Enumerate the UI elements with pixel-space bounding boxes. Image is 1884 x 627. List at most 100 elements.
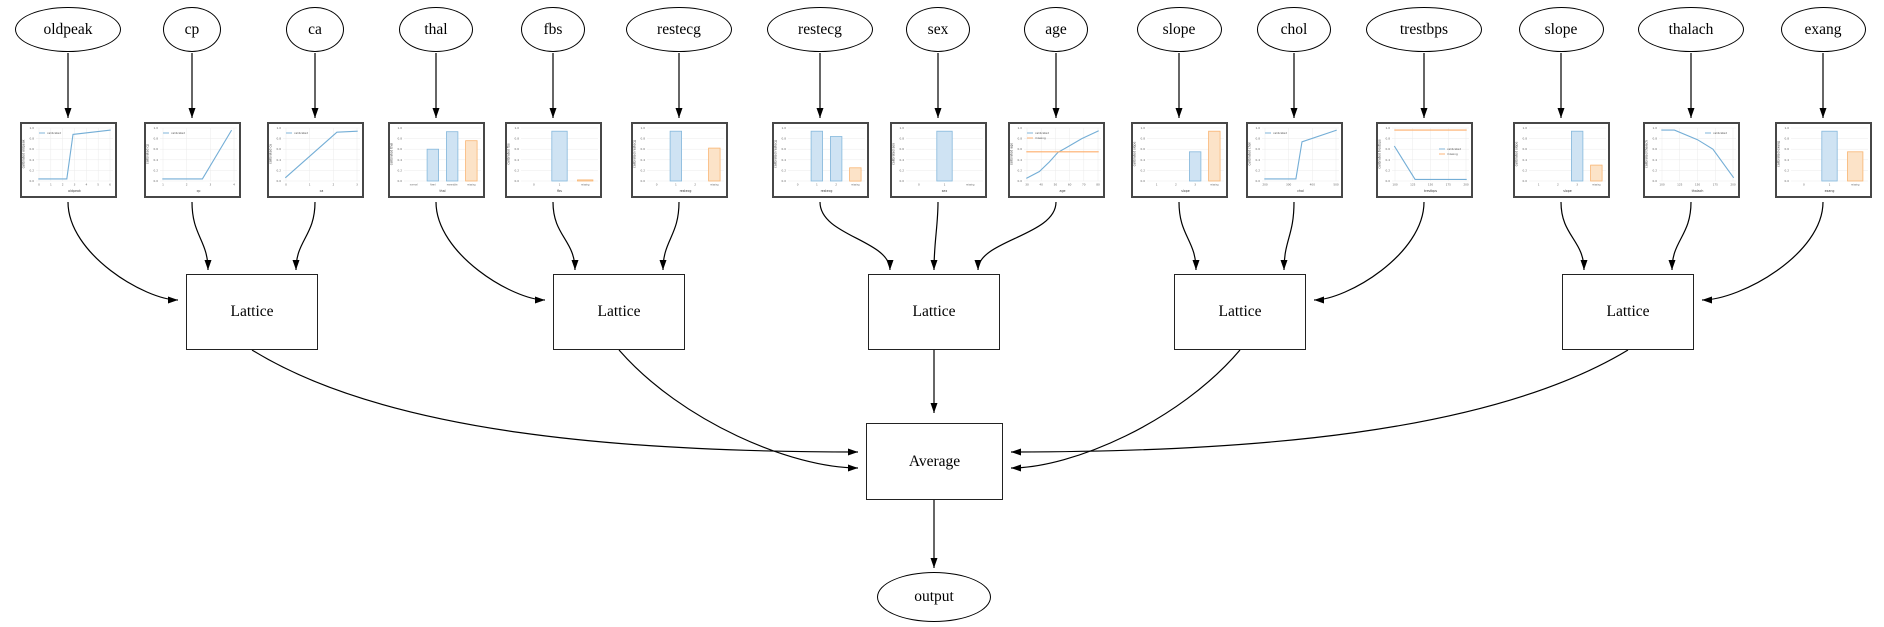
- svg-text:0.8: 0.8: [514, 137, 519, 141]
- svg-text:1: 1: [1155, 183, 1157, 187]
- svg-text:1.0: 1.0: [640, 126, 645, 130]
- svg-text:missing: missing: [1592, 184, 1601, 187]
- svg-text:calibrated restecg: calibrated restecg: [632, 140, 636, 168]
- edge-lattice-5-to-average: [1010, 349, 1629, 456]
- svg-text:0.6: 0.6: [1784, 147, 1789, 151]
- svg-text:calibrated thal: calibrated thal: [389, 143, 393, 166]
- svg-text:1.0: 1.0: [1385, 126, 1390, 130]
- svg-text:trestbps: trestbps: [1423, 189, 1436, 193]
- svg-text:2: 2: [185, 183, 187, 187]
- svg-text:0: 0: [1802, 183, 1804, 187]
- node-oldpeak: oldpeak: [14, 7, 122, 52]
- edge-lattice-1-to-average: [251, 349, 859, 456]
- node-restecg: restecg: [625, 7, 733, 52]
- svg-text:missing: missing: [1447, 152, 1458, 156]
- svg-text:0.4: 0.4: [276, 158, 281, 162]
- svg-text:100: 100: [1659, 183, 1665, 187]
- edge-calibrator-oldpeak-to-lattice: [67, 201, 179, 304]
- svg-text:missing: missing: [965, 184, 974, 187]
- svg-text:0.4: 0.4: [1385, 158, 1390, 162]
- svg-text:calibrated age: calibrated age: [1009, 143, 1013, 165]
- svg-text:calibrated: calibrated: [171, 131, 185, 135]
- svg-text:0.2: 0.2: [514, 168, 519, 172]
- edge-calibrator-slope-to-lattice: [1178, 201, 1200, 271]
- svg-text:1.0: 1.0: [153, 126, 158, 130]
- svg-text:0.2: 0.2: [1784, 168, 1789, 172]
- svg-text:0.4: 0.4: [153, 158, 158, 162]
- edge-calibrator-chol-to-lattice: [1280, 201, 1295, 271]
- svg-text:4: 4: [85, 183, 87, 187]
- svg-text:calibrated slope: calibrated slope: [1132, 142, 1136, 167]
- svg-text:0.0: 0.0: [397, 179, 402, 183]
- svg-text:400: 400: [1309, 183, 1315, 187]
- svg-text:0.6: 0.6: [1385, 147, 1390, 151]
- node-lattice-1: Lattice: [186, 274, 318, 350]
- svg-text:0.2: 0.2: [276, 168, 281, 172]
- svg-text:slope: slope: [1181, 189, 1190, 193]
- svg-text:0.4: 0.4: [1017, 158, 1022, 162]
- svg-text:0.4: 0.4: [640, 158, 645, 162]
- svg-text:calibrated fbs: calibrated fbs: [506, 143, 510, 165]
- svg-text:0.4: 0.4: [899, 158, 904, 162]
- svg-text:0.8: 0.8: [1522, 137, 1527, 141]
- svg-text:0.0: 0.0: [1255, 179, 1260, 183]
- svg-text:restecg: restecg: [820, 189, 832, 193]
- svg-text:0.8: 0.8: [1255, 137, 1260, 141]
- edge-calibrator-slope-to-lattice: [1560, 201, 1588, 271]
- svg-text:0.6: 0.6: [1255, 147, 1260, 151]
- edge-calibrator-age-to-lattice: [974, 201, 1057, 271]
- svg-text:2: 2: [694, 183, 696, 187]
- svg-text:0: 0: [285, 183, 287, 187]
- svg-text:2: 2: [1174, 183, 1176, 187]
- edge-calibrator-trestbps-to-lattice: [1313, 201, 1425, 304]
- svg-text:fixed: fixed: [430, 184, 436, 187]
- svg-text:reversible: reversible: [446, 184, 457, 187]
- svg-text:0.8: 0.8: [1017, 137, 1022, 141]
- svg-text:200: 200: [1463, 183, 1469, 187]
- svg-text:1: 1: [674, 183, 676, 187]
- node-exang: exang: [1780, 7, 1866, 52]
- svg-text:125: 125: [1677, 183, 1683, 187]
- svg-text:0.4: 0.4: [1652, 158, 1657, 162]
- svg-text:100: 100: [1392, 183, 1398, 187]
- svg-text:0.6: 0.6: [397, 147, 402, 151]
- svg-text:0.8: 0.8: [397, 137, 402, 141]
- svg-text:300: 300: [1285, 183, 1291, 187]
- svg-text:0.6: 0.6: [640, 147, 645, 151]
- node-output: output: [877, 572, 991, 622]
- svg-text:calibrated oldpeak: calibrated oldpeak: [21, 139, 25, 168]
- svg-text:0.4: 0.4: [29, 158, 34, 162]
- svg-text:0.8: 0.8: [153, 137, 158, 141]
- svg-text:1.0: 1.0: [1255, 126, 1260, 130]
- svg-text:calibrated chol: calibrated chol: [1247, 142, 1251, 165]
- svg-text:1: 1: [49, 183, 51, 187]
- svg-text:125: 125: [1410, 183, 1416, 187]
- edge-calibrator-thal-to-lattice: [435, 201, 546, 304]
- svg-text:1.0: 1.0: [397, 126, 402, 130]
- svg-text:0.2: 0.2: [29, 168, 34, 172]
- svg-text:missing: missing: [467, 184, 476, 187]
- svg-text:calibrated trestbps: calibrated trestbps: [1377, 139, 1381, 169]
- svg-text:0.0: 0.0: [153, 179, 158, 183]
- svg-text:0.6: 0.6: [514, 147, 519, 151]
- svg-text:1.0: 1.0: [276, 126, 281, 130]
- svg-text:0.0: 0.0: [640, 179, 645, 183]
- svg-text:0.2: 0.2: [640, 168, 645, 172]
- svg-text:0.2: 0.2: [1140, 168, 1145, 172]
- edge-lattice-2-to-average: [618, 349, 859, 472]
- node-age: age: [1024, 7, 1088, 52]
- svg-text:0.0: 0.0: [1385, 179, 1390, 183]
- svg-text:1: 1: [1828, 183, 1830, 187]
- svg-text:0.4: 0.4: [1140, 158, 1145, 162]
- svg-text:0.6: 0.6: [1017, 147, 1022, 151]
- svg-text:60: 60: [1067, 183, 1071, 187]
- svg-text:sex: sex: [941, 189, 947, 193]
- svg-text:restecg: restecg: [679, 189, 691, 193]
